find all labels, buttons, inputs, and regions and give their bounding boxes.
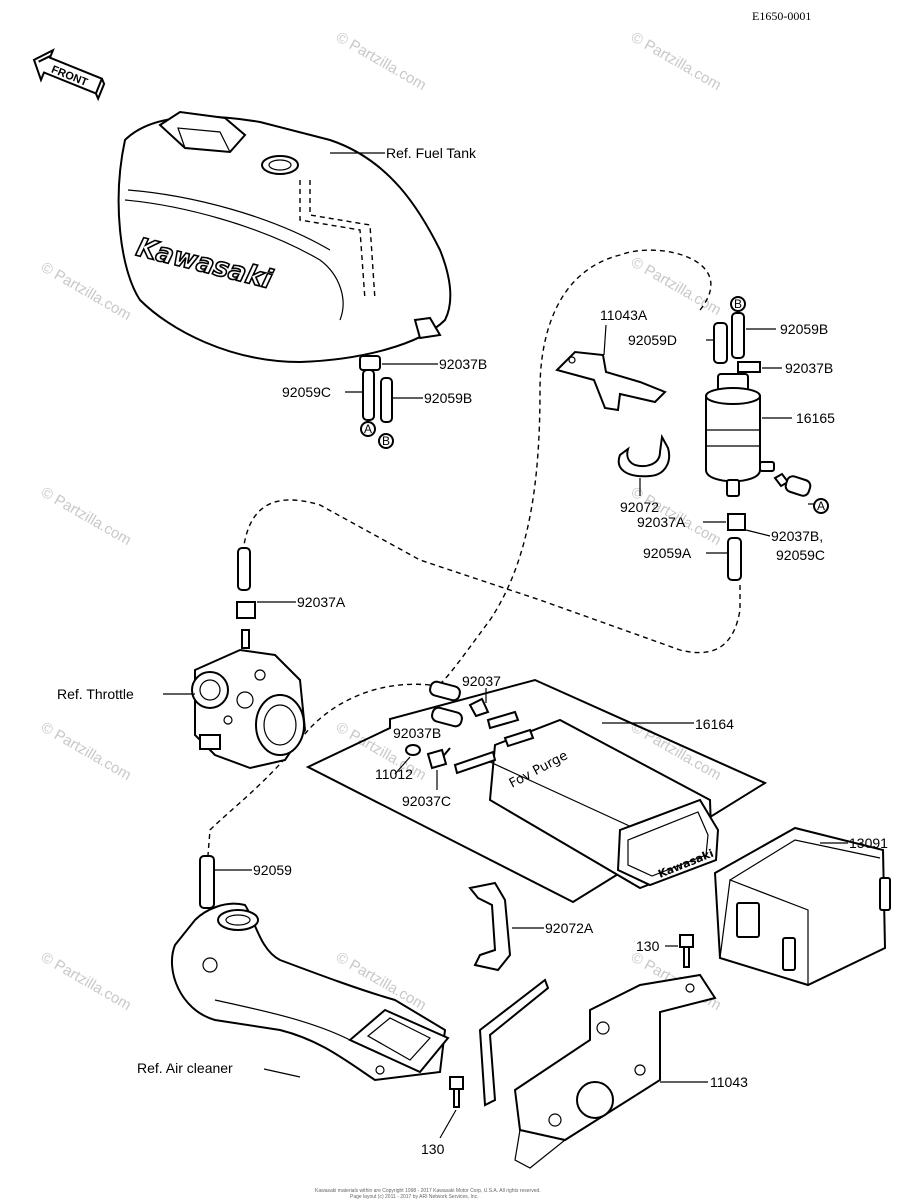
label-92037B-tank: 92037B — [439, 356, 487, 372]
label-92059: 92059 — [253, 862, 292, 878]
label-130-top: 130 — [636, 938, 660, 954]
label-ref-throttle: Ref. Throttle — [57, 686, 134, 702]
connector-B-filter: B — [734, 297, 742, 311]
fuel-filter-16165: 92059D B 92059B 92037B 16165 A 92037A 92… — [628, 296, 835, 581]
label-92037B-92059C-line1: 92037B, — [771, 528, 823, 544]
label-92059A: 92059A — [643, 545, 692, 561]
label-92072: 92072 — [620, 499, 659, 515]
connector-A-filter: A — [817, 499, 825, 513]
label-92059D: 92059D — [628, 332, 677, 348]
label-92037B-92059C-line2: 92059C — [776, 547, 825, 563]
strap-92072A: 92072A — [468, 881, 594, 972]
label-13091: 13091 — [849, 835, 888, 851]
label-130-bottom: 130 — [421, 1141, 445, 1157]
label-92037B-filter: 92037B — [785, 360, 833, 376]
label-16165: 16165 — [796, 410, 835, 426]
throttle-assembly: 92037A Ref. Throttle — [57, 547, 346, 770]
watermark: © Partzilla.com — [628, 29, 724, 94]
label-ref-fuel-tank: Ref. Fuel Tank — [386, 145, 477, 161]
label-92072A: 92072A — [545, 920, 594, 936]
label-11043A: 11043A — [600, 307, 648, 323]
cover-13091: 13091 — [713, 826, 891, 987]
watermark: © Partzilla.com — [38, 949, 134, 1014]
diagram-code: E1650-0001 — [752, 9, 811, 23]
label-92037B-canister: 92037B — [393, 725, 441, 741]
label-16164: 16164 — [695, 716, 734, 732]
fuel-tank: Kawasaki Ref. Fuel Tank — [117, 110, 477, 364]
label-92037A-filter: 92037A — [637, 514, 686, 530]
connector-A-tank: A — [364, 422, 372, 436]
footer-copyright: Kawasaki materials within are Copyright … — [315, 1188, 541, 1194]
label-92037C: 92037C — [402, 793, 451, 809]
watermark: © Partzilla.com — [38, 259, 134, 324]
label-92037: 92037 — [462, 673, 501, 689]
connector-B-tank: B — [382, 434, 390, 448]
label-11043: 11043 — [710, 1074, 748, 1090]
footer-layout: Page layout (c) 2011 - 2017 by ARI Netwo… — [350, 1194, 479, 1200]
air-cleaner: 92059 Ref. Air cleaner — [137, 855, 450, 1082]
label-11012: 11012 — [375, 766, 413, 782]
tank-hoses: 92037B 92059C 92059B A B — [282, 355, 487, 449]
bracket-11043: 130 11043 130 — [421, 934, 748, 1169]
label-92059C-tank: 92059C — [282, 384, 331, 400]
front-arrow: FRONT — [32, 48, 106, 102]
label-92059B-tank: 92059B — [424, 390, 472, 406]
canister-16164: 16164 92037 92037B 11012 92037C Fov Purg… — [305, 673, 768, 904]
label-92059B-filter: 92059B — [780, 321, 828, 337]
label-ref-air-cleaner: Ref. Air cleaner — [137, 1060, 233, 1076]
clip-92072: 92072 — [617, 433, 670, 515]
watermark: © Partzilla.com — [38, 484, 134, 549]
watermark: © Partzilla.com — [38, 719, 134, 784]
bracket-11043A: 11043A — [555, 307, 667, 412]
label-92037A-throttle: 92037A — [297, 594, 346, 610]
watermark: © Partzilla.com — [333, 29, 429, 94]
